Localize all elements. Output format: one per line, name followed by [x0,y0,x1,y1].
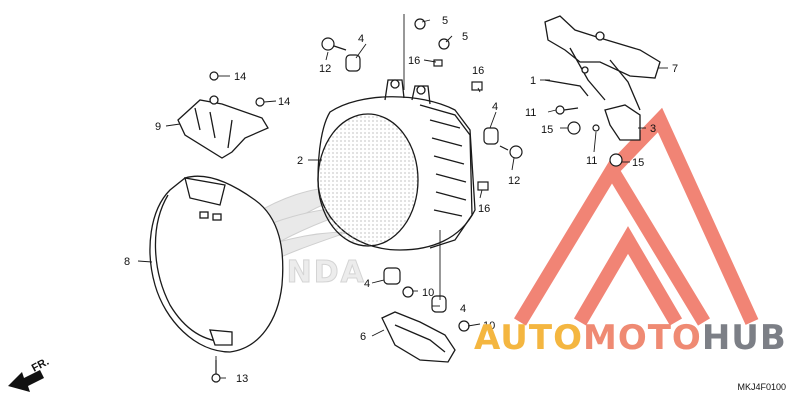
callout-numbers: 2 4 5 5 12 16 16 14 14 9 4 12 16 1 7 11 … [124,15,678,385]
callout-16: 16 [472,65,484,77]
front-arrow-icon [8,370,44,392]
callout-4: 4 [492,101,498,113]
callout-1: 1 [530,75,536,87]
callout-16: 16 [478,203,490,215]
watermark-triangle-logo [514,107,759,326]
callout-10: 10 [483,320,495,332]
part-9-bracket [177,95,269,159]
part-4-mounts [345,54,499,313]
callout-10: 10 [422,287,434,299]
front-marker-label: FR. [30,356,51,375]
watermark-part-3: HUB [701,318,787,358]
callout-7: 7 [672,63,678,75]
callout-14: 14 [278,96,290,108]
fasteners [209,18,623,383]
callout-9: 9 [155,121,161,133]
callout-3: 3 [650,123,656,135]
diagram-code: MKJ4F0100 [737,382,786,392]
watermark-text: AUTOMOTOHUB [474,318,787,358]
part-3-bracket [604,104,641,141]
callout-4: 4 [460,303,466,315]
callout-11: 11 [525,107,536,119]
watermark-part-1: AUTO [474,318,583,358]
callout-12: 12 [508,175,520,187]
leader-lines [137,14,668,379]
callout-13: 13 [236,373,248,385]
headlight-lens [317,113,419,247]
callout-5: 5 [462,31,468,43]
headlight-case [149,175,284,353]
callout-12: 12 [319,63,331,75]
part-7-stay [544,15,661,111]
callout-2: 2 [297,155,303,167]
headlight-assembly [317,79,476,251]
callout-11: 11 [586,155,597,167]
part-1-pin [544,79,589,97]
callout-14: 14 [234,71,246,83]
callout-15: 15 [541,124,553,136]
callout-4: 4 [364,278,370,290]
part-6-cover [381,311,456,363]
watermark-part-2: MOTO [582,318,702,358]
callout-4: 4 [358,33,364,45]
callout-6: 6 [360,331,366,343]
callout-8: 8 [124,256,130,268]
callout-15: 15 [632,157,644,169]
callout-16: 16 [408,55,420,67]
callout-5: 5 [442,15,448,27]
